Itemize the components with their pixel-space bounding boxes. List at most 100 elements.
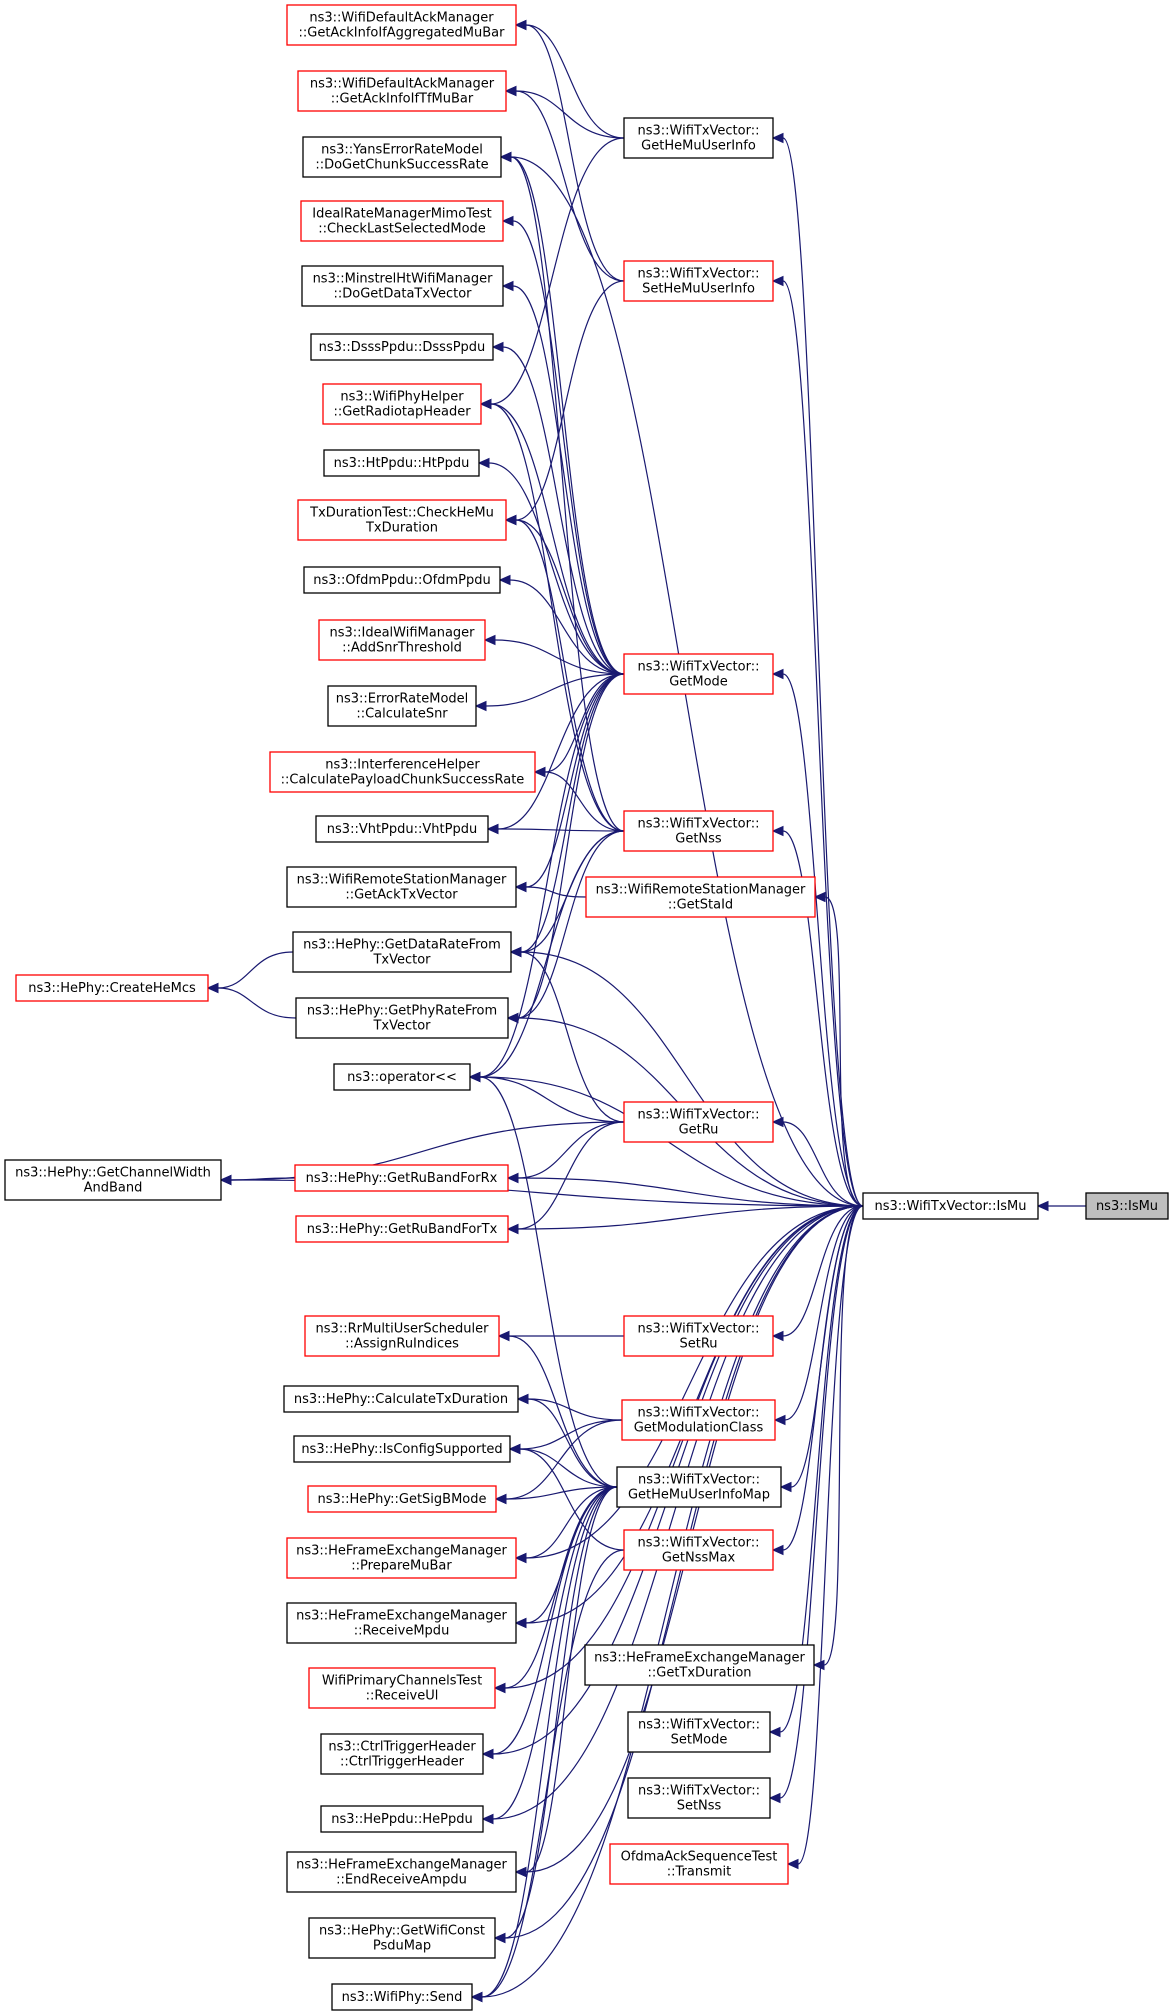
node-get-ack-tx[interactable]: ns3::WifiRemoteStationManager::GetAckTxV… bbox=[286, 866, 517, 908]
node-box bbox=[862, 1192, 1039, 1220]
node-dsss-ppdu[interactable]: ns3::DsssPpdu::DsssPpdu bbox=[310, 333, 494, 361]
node-receive-mpdu[interactable]: ns3::HeFrameExchangeManager::ReceiveMpdu bbox=[286, 1602, 517, 1644]
node-label: IdealRateManagerMimoTest bbox=[312, 207, 492, 222]
node-box bbox=[295, 1215, 509, 1243]
node-calc-tx-dur[interactable]: ns3::HePhy::CalculateTxDuration bbox=[283, 1385, 519, 1413]
node-box bbox=[323, 449, 480, 477]
node-box bbox=[292, 931, 512, 973]
node-get-sta-id[interactable]: ns3::WifiRemoteStationManager::GetStaId bbox=[585, 876, 816, 918]
node-yans-do-get[interactable]: ns3::YansErrorRateModel::DoGetChunkSucce… bbox=[302, 136, 502, 178]
node-label: PsduMap bbox=[373, 1939, 431, 1954]
node-get-ack-info-agg[interactable]: ns3::WifiDefaultAckManager::GetAckInfoIf… bbox=[286, 4, 517, 46]
node-is-mu-root[interactable]: ns3::IsMu bbox=[1085, 1192, 1169, 1220]
node-label: ns3::WifiRemoteStationManager bbox=[596, 883, 806, 898]
node-label: ::PrepareMuBar bbox=[351, 1559, 452, 1574]
node-get-he-mu-user-info-map[interactable]: ns3::WifiTxVector::GetHeMuUserInfoMap bbox=[616, 1466, 782, 1508]
node-minstrel-ht[interactable]: ns3::MinstrelHtWifiManager::DoGetDataTxV… bbox=[301, 265, 504, 307]
node-label: ns3::HePpdu::HePpdu bbox=[331, 1812, 473, 1827]
node-label: ns3::HtPpdu::HtPpdu bbox=[334, 456, 470, 471]
node-get-ru[interactable]: ns3::WifiTxVector::GetRu bbox=[623, 1101, 774, 1143]
node-label: OfdmaAckSequenceTest bbox=[621, 1850, 778, 1865]
node-vht-ppdu[interactable]: ns3::VhtPpdu::VhtPpdu bbox=[315, 815, 489, 843]
node-label: ns3::HePhy::GetPhyRateFrom bbox=[307, 1004, 497, 1019]
node-get-he-mu-user-info[interactable]: ns3::WifiTxVector::GetHeMuUserInfo bbox=[623, 117, 774, 159]
edge-chan-width-to-ru-band-rx bbox=[219, 1174, 296, 1186]
node-label: GetHeMuUserInfoMap bbox=[628, 1488, 770, 1503]
node-label: ns3::HePhy::CreateHeMcs bbox=[28, 981, 196, 996]
node-get-ack-info-tf[interactable]: ns3::WifiDefaultAckManager::GetAckInfoIf… bbox=[297, 70, 507, 112]
node-ofdma-transmit[interactable]: OfdmaAckSequenceTest::Transmit bbox=[609, 1843, 789, 1885]
edge-data-rate-to-get-ru bbox=[509, 946, 625, 1123]
node-label: ::ReceiveUl bbox=[366, 1689, 439, 1704]
node-calc-payload[interactable]: ns3::InterferenceHelper::CalculatePayloa… bbox=[269, 751, 536, 793]
node-ideal-mimo[interactable]: IdealRateManagerMimoTest::CheckLastSelec… bbox=[300, 200, 504, 242]
node-ctrl-trigger[interactable]: ns3::CtrlTriggerHeader::CtrlTriggerHeade… bbox=[320, 1733, 484, 1775]
edge-tx-dur-he-mu-to-get-nss bbox=[504, 514, 625, 832]
node-ht-ppdu[interactable]: ns3::HtPpdu::HtPpdu bbox=[323, 449, 480, 477]
node-get-mode[interactable]: ns3::WifiTxVector::GetMode bbox=[623, 653, 774, 695]
node-label: ns3::HePhy::GetSigBMode bbox=[317, 1492, 486, 1507]
node-box bbox=[304, 1315, 500, 1357]
node-label: ::AddSnrThreshold bbox=[342, 641, 462, 656]
node-calc-snr[interactable]: ns3::ErrorRateModel::CalculateSnr bbox=[327, 685, 477, 727]
node-set-mode[interactable]: ns3::WifiTxVector::SetMode bbox=[627, 1711, 771, 1753]
edge-ofdma-transmit-to-is-mu bbox=[786, 1205, 864, 1870]
node-box bbox=[623, 117, 774, 159]
node-label: ns3::DsssPpdu::DsssPpdu bbox=[319, 340, 486, 355]
edge-calc-payload-to-get-nss bbox=[533, 766, 625, 832]
node-add-snr[interactable]: ns3::IdealWifiManager::AddSnrThreshold bbox=[318, 619, 486, 661]
node-label: ns3::VhtPpdu::VhtPpdu bbox=[327, 822, 477, 837]
edge-add-snr-to-get-mode bbox=[483, 634, 625, 675]
node-label: SetMode bbox=[671, 1733, 728, 1748]
edge-wifi-phy-send-to-is-mu bbox=[470, 1205, 864, 2003]
node-receive-ul[interactable]: WifiPrimaryChannelsTest::ReceiveUl bbox=[308, 1667, 496, 1709]
node-label: GetModulationClass bbox=[634, 1421, 764, 1436]
node-set-he-mu-user-info[interactable]: ns3::WifiTxVector::SetHeMuUserInfo bbox=[623, 260, 774, 302]
node-is-config[interactable]: ns3::HePhy::IsConfigSupported bbox=[293, 1435, 511, 1463]
node-label: ns3::HeFrameExchangeManager bbox=[296, 1609, 507, 1624]
node-box bbox=[616, 1466, 782, 1508]
edge-is-config-to-get-nss-max bbox=[508, 1443, 625, 1551]
node-label: ::GetTxDuration bbox=[647, 1666, 751, 1681]
node-prepare-mu-bar[interactable]: ns3::HeFrameExchangeManager::PrepareMuBa… bbox=[286, 1537, 517, 1579]
node-label: ::GetRadiotapHeader bbox=[333, 405, 471, 420]
node-box bbox=[322, 383, 482, 425]
edge-get-modulation-class-to-is-mu bbox=[773, 1205, 864, 1426]
node-he-ppdu[interactable]: ns3::HePpdu::HePpdu bbox=[320, 1805, 484, 1833]
node-is-mu[interactable]: ns3::WifiTxVector::IsMu bbox=[862, 1192, 1039, 1220]
node-wifi-phy-send[interactable]: ns3::WifiPhy::Send bbox=[331, 1983, 473, 2011]
edge-get-nss-max-to-is-mu bbox=[771, 1205, 864, 1556]
node-operator-ll[interactable]: ns3::operator<< bbox=[333, 1063, 471, 1091]
node-ru-band-rx[interactable]: ns3::HePhy::GetRuBandForRx bbox=[294, 1164, 509, 1192]
node-sig-b[interactable]: ns3::HePhy::GetSigBMode bbox=[307, 1485, 497, 1513]
node-label: ::CalculateSnr bbox=[356, 707, 448, 722]
node-create-he-mcs[interactable]: ns3::HePhy::CreateHeMcs bbox=[15, 974, 209, 1002]
node-label: AndBand bbox=[84, 1181, 143, 1196]
node-assign-ru[interactable]: ns3::RrMultiUserScheduler::AssignRuIndic… bbox=[304, 1315, 500, 1357]
node-label: GetRu bbox=[679, 1123, 719, 1138]
node-box bbox=[308, 1917, 496, 1959]
node-get-modulation-class[interactable]: ns3::WifiTxVector::GetModulationClass bbox=[621, 1399, 776, 1441]
node-set-ru[interactable]: ns3::WifiTxVector::SetRu bbox=[623, 1315, 774, 1357]
edge-vht-ppdu-to-get-nss bbox=[486, 823, 625, 835]
edge-wifi-const-psdu-to-is-mu bbox=[493, 1205, 864, 1944]
node-label: ns3::HePhy::GetRuBandForTx bbox=[307, 1222, 498, 1237]
node-box bbox=[1085, 1192, 1169, 1220]
node-label: ns3::WifiTxVector:: bbox=[637, 1536, 759, 1551]
node-end-recv-ampdu[interactable]: ns3::HeFrameExchangeManager::EndReceiveA… bbox=[286, 1851, 517, 1893]
node-get-nss[interactable]: ns3::WifiTxVector::GetNss bbox=[623, 810, 774, 852]
node-get-nss-max[interactable]: ns3::WifiTxVector::GetNssMax bbox=[623, 1529, 774, 1571]
edge-operator-ll-to-get-ru bbox=[468, 1071, 625, 1123]
node-label: ns3::YansErrorRateModel bbox=[321, 143, 483, 158]
node-ru-band-tx[interactable]: ns3::HePhy::GetRuBandForTx bbox=[295, 1215, 509, 1243]
node-ofdm-ppdu[interactable]: ns3::OfdmPpdu::OfdmPpdu bbox=[303, 566, 501, 594]
node-radiotap[interactable]: ns3::WifiPhyHelper::GetRadiotapHeader bbox=[322, 383, 482, 425]
edge-set-mode-to-is-mu bbox=[768, 1205, 864, 1738]
node-he-femget-tx-duration[interactable]: ns3::HeFrameExchangeManager::GetTxDurati… bbox=[584, 1644, 815, 1686]
node-set-nss[interactable]: ns3::WifiTxVector::SetNss bbox=[627, 1777, 771, 1819]
